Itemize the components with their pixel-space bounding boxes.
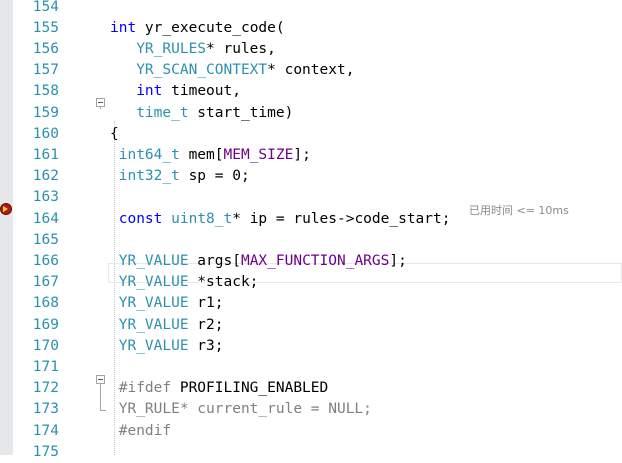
code-token: r1; bbox=[188, 295, 224, 312]
line-number: 156 bbox=[32, 40, 59, 57]
line-number: 163 bbox=[32, 189, 59, 206]
line-number: 168 bbox=[32, 295, 59, 312]
indent-guide bbox=[114, 121, 115, 455]
line-number: 158 bbox=[32, 83, 59, 100]
line-number: 155 bbox=[32, 19, 59, 36]
code-token: YR_VALUE bbox=[110, 316, 189, 333]
outline-line bbox=[100, 384, 101, 410]
code-line: int64_t mem[MEM_SIZE]; bbox=[110, 145, 311, 166]
code-token bbox=[110, 211, 119, 227]
glyph-margin[interactable] bbox=[0, 0, 13, 455]
code-token: uint8_t bbox=[171, 210, 233, 227]
line-number: 174 bbox=[32, 422, 59, 439]
code-token: YR_VALUE bbox=[110, 337, 189, 354]
code-line: time_t start_time) bbox=[110, 103, 293, 124]
code-token: r2; bbox=[188, 316, 224, 333]
code-token: * context, bbox=[267, 62, 355, 79]
code-token: r3; bbox=[188, 337, 224, 354]
code-line: YR_VALUE r3; bbox=[110, 336, 224, 357]
code-token: YR_VALUE bbox=[110, 274, 189, 291]
code-token: mem[ bbox=[179, 146, 224, 163]
line-number: 166 bbox=[32, 252, 59, 269]
code-line: YR_RULES* rules, bbox=[110, 39, 276, 60]
collapse-toggle-icon[interactable] bbox=[96, 375, 105, 384]
code-token: MEM_SIZE bbox=[223, 146, 294, 163]
line-number: 161 bbox=[32, 146, 59, 163]
outline-line bbox=[100, 107, 101, 109]
code-line: #endif bbox=[110, 421, 171, 442]
code-line: YR_VALUE args[MAX_FUNCTION_ARGS]; bbox=[110, 251, 407, 272]
line-number: 171 bbox=[32, 358, 59, 375]
line-number-gutter: 154 155 156 157 158 159 160 161 162 163 164 165 166 1… bbox=[13, 0, 63, 460]
code-token bbox=[110, 83, 136, 99]
code-token: #endif bbox=[110, 422, 172, 439]
outline-line bbox=[100, 410, 106, 411]
line-number: 170 bbox=[32, 337, 59, 354]
code-token: sp = 0; bbox=[179, 168, 250, 185]
code-token: YR_VALUE bbox=[110, 252, 189, 269]
execution-pointer-icon bbox=[0, 203, 12, 215]
code-token: { bbox=[110, 125, 119, 142]
perf-tip[interactable]: 已用时间 <= 10ms bbox=[469, 204, 569, 217]
code-line: YR_VALUE *stack; bbox=[110, 272, 259, 293]
code-line: YR_VALUE r1; bbox=[110, 293, 224, 314]
line-number: 157 bbox=[32, 62, 59, 79]
code-line: { bbox=[110, 124, 119, 145]
line-number: 165 bbox=[32, 231, 59, 248]
code-line: #ifdef PROFILING_ENABLED bbox=[110, 378, 329, 399]
code-token: * rules, bbox=[206, 40, 276, 57]
code-line: int32_t sp = 0; bbox=[110, 166, 250, 187]
code-token: int bbox=[136, 83, 163, 100]
code-line: YR_RULE* current_rule = NULL; bbox=[110, 399, 372, 420]
code-token: * ip = rules->code_start; bbox=[232, 210, 451, 227]
code-line: int yr_execute_code( bbox=[110, 18, 285, 39]
line-number: 164 bbox=[32, 210, 59, 227]
code-token: time_t bbox=[110, 104, 189, 121]
code-token: MAX_FUNCTION_ARGS bbox=[240, 252, 390, 269]
code-token: start_time) bbox=[188, 104, 294, 121]
code-token: *stack; bbox=[188, 274, 259, 291]
code-line: int timeout, bbox=[110, 81, 241, 102]
code-token: YR_RULE* current_rule = NULL; bbox=[110, 401, 372, 418]
code-line: YR_SCAN_CONTEXT* context, bbox=[110, 60, 354, 81]
code-token: const bbox=[118, 210, 163, 227]
line-number: 154 bbox=[32, 0, 59, 15]
code-token: PROFILING_ENABLED bbox=[171, 380, 329, 397]
code-token: #ifdef bbox=[110, 380, 172, 397]
outlining-margin bbox=[90, 0, 116, 455]
line-number: 160 bbox=[32, 125, 59, 142]
code-token: int bbox=[110, 19, 137, 36]
code-line: YR_VALUE r2; bbox=[110, 315, 224, 336]
code-token: int32_t bbox=[110, 168, 180, 185]
line-number: 167 bbox=[32, 274, 59, 291]
code-token: YR_SCAN_CONTEXT bbox=[110, 62, 268, 79]
code-token: yr_execute_code( bbox=[136, 19, 285, 36]
code-token bbox=[162, 211, 171, 227]
code-token: ]; bbox=[293, 146, 311, 163]
code-token: int64_t bbox=[110, 146, 180, 163]
line-number: 172 bbox=[32, 380, 59, 397]
code-line: const uint8_t* ip = rules->code_start; bbox=[110, 209, 451, 230]
code-token: YR_VALUE bbox=[110, 295, 189, 312]
code-token: ]; bbox=[389, 252, 407, 269]
line-number: 173 bbox=[32, 401, 59, 418]
collapse-toggle-icon[interactable] bbox=[96, 98, 105, 107]
code-token: YR_RULES bbox=[110, 40, 207, 57]
code-token: timeout, bbox=[162, 83, 241, 100]
line-number: 169 bbox=[32, 316, 59, 333]
line-number: 162 bbox=[32, 168, 59, 185]
code-token: args[ bbox=[188, 252, 241, 269]
line-number: 159 bbox=[32, 104, 59, 121]
